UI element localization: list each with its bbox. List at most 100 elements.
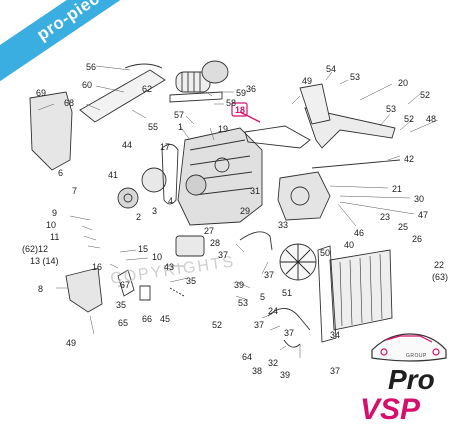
part-callout[interactable]: 56 [86, 62, 97, 72]
air-filter-part [201, 60, 229, 84]
part-callout[interactable]: 39 [234, 280, 245, 290]
pulley-part [117, 187, 139, 209]
part-callout[interactable]: 46 [354, 228, 365, 238]
mount-bracket-part [65, 267, 103, 313]
part-callout-highlighted[interactable]: 18 [235, 105, 246, 115]
spring-part [169, 287, 185, 297]
part-callout[interactable]: 37 [254, 320, 265, 330]
support-arm-part [244, 125, 311, 149]
part-callout[interactable]: 53 [238, 298, 249, 308]
part-callout[interactable]: 65 [118, 318, 129, 328]
part-callout[interactable]: 21 [392, 184, 403, 194]
part-callout[interactable]: 66 [142, 314, 153, 324]
part-callout[interactable]: 16 [92, 262, 103, 272]
part-callout[interactable]: 52 [420, 90, 431, 100]
hose-clamp-part [124, 63, 163, 69]
part-callout[interactable]: 50 [320, 248, 331, 258]
part-callout[interactable]: 26 [412, 234, 423, 244]
part-callout[interactable]: 42 [404, 154, 415, 164]
part-callout[interactable]: 37 [330, 366, 341, 376]
part-callout[interactable]: 20 [398, 78, 409, 88]
part-callout[interactable]: 13 (14) [30, 256, 59, 266]
water-pump-part [141, 167, 167, 193]
part-callout[interactable]: 37 [264, 270, 275, 280]
part-callout[interactable]: 49 [302, 76, 313, 86]
part-callout[interactable]: 11 [50, 232, 60, 242]
part-callout[interactable]: 35 [186, 276, 197, 286]
part-callout[interactable]: 35 [116, 300, 127, 310]
part-callout[interactable]: 53 [350, 72, 361, 82]
part-callout[interactable]: 19 [218, 124, 229, 134]
part-callout[interactable]: 47 [418, 210, 429, 220]
part-callout[interactable]: 40 [344, 240, 355, 250]
logo-pro-text: Pro [388, 364, 435, 395]
part-callout[interactable]: 33 [278, 220, 289, 230]
pipe-part [169, 91, 223, 103]
part-callout[interactable]: 25 [398, 222, 409, 232]
part-callout[interactable]: 68 [64, 98, 75, 108]
part-callout[interactable]: 54 [326, 64, 337, 74]
part-callout[interactable]: 57 [174, 110, 185, 120]
part-callout[interactable]: 52 [212, 320, 223, 330]
highlight-arrow [239, 111, 261, 123]
highlight-box [231, 102, 248, 117]
part-callout[interactable]: 41 [108, 170, 119, 180]
part-callout[interactable]: 32 [268, 358, 279, 368]
part-callout[interactable]: 4 [168, 196, 174, 206]
part-callout[interactable]: 10 [46, 220, 57, 230]
part-callout[interactable]: 17 [160, 142, 171, 152]
part-callout[interactable]: 8 [38, 284, 44, 294]
part-callout[interactable]: 49 [66, 338, 77, 348]
part-callout[interactable]: 22 [434, 260, 445, 270]
part-callout[interactable]: (63) [432, 272, 449, 282]
part-callout[interactable]: 52 [404, 114, 415, 124]
belt-part [161, 144, 179, 205]
part-callout[interactable]: 6 [58, 168, 64, 178]
logo-car-icon [371, 333, 447, 362]
part-callout[interactable]: 67 [120, 280, 131, 290]
part-callout[interactable]: 36 [246, 84, 257, 94]
shield-plate-part [29, 91, 73, 171]
part-callout[interactable]: 31 [250, 186, 261, 196]
part-callout[interactable]: 15 [138, 244, 149, 254]
part-callout[interactable]: 60 [82, 80, 93, 90]
part-callout[interactable]: 44 [122, 140, 133, 150]
part-callout[interactable]: 45 [160, 314, 171, 324]
part-callout[interactable]: 58 [226, 98, 237, 108]
expansion-tank-part [175, 235, 205, 257]
part-callout[interactable]: 27 [204, 226, 215, 236]
part-callout[interactable]: 48 [426, 114, 437, 124]
part-callout[interactable]: 38 [252, 366, 263, 376]
part-callout[interactable]: 55 [148, 122, 159, 132]
part-callout[interactable]: 2 [136, 212, 142, 222]
part-callout[interactable]: 43 [164, 262, 175, 272]
part-callout[interactable]: 30 [414, 194, 425, 204]
part-callout[interactable]: (62)12 [22, 244, 49, 254]
part-callout[interactable]: 29 [240, 206, 251, 216]
part-callout[interactable]: 1 [178, 122, 184, 132]
part-callout[interactable]: 24 [268, 306, 279, 316]
part-callout[interactable]: 39 [280, 370, 291, 380]
part-callout[interactable]: 28 [210, 238, 221, 248]
part-callout[interactable]: 3 [152, 206, 158, 216]
part-callout[interactable]: 51 [282, 288, 293, 298]
part-callout[interactable]: 37 [284, 328, 295, 338]
part-callout[interactable]: 59 [236, 88, 247, 98]
part-callout[interactable]: 62 [142, 84, 153, 94]
part-callout[interactable]: 23 [380, 212, 391, 222]
radiator-frame-part [317, 245, 337, 343]
part-callout[interactable]: 5 [260, 292, 266, 302]
part-callout[interactable]: 69 [36, 88, 47, 98]
part-callout[interactable]: 64 [242, 352, 253, 362]
part-callout[interactable]: 7 [72, 186, 78, 196]
part-callout[interactable]: 53 [386, 104, 397, 114]
logo-vsp-text: VSP [360, 393, 421, 426]
intake-hose-part [79, 69, 166, 123]
logo-group-text: GROUP [406, 353, 427, 359]
part-callout[interactable]: 9 [52, 208, 58, 218]
part-callout[interactable]: 10 [152, 252, 163, 262]
part-callout[interactable]: 37 [218, 250, 229, 260]
part-callout[interactable]: 34 [330, 330, 341, 340]
